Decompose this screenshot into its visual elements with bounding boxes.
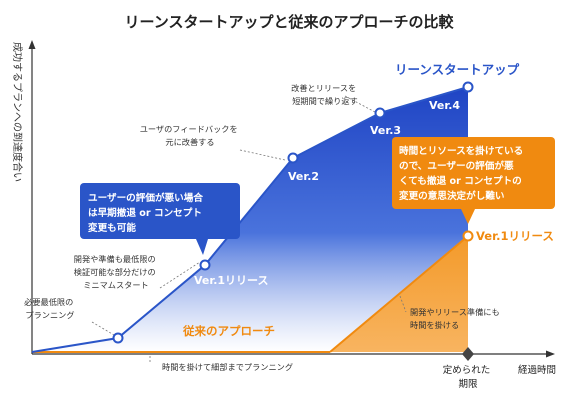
lean-ver1-point: [199, 259, 211, 271]
annotation-ver4: 改善とリリースを 短期間で繰り返す: [291, 83, 359, 106]
y-axis-arrow-icon: [28, 40, 36, 49]
annotation-ver1: 開発や準備も最低限の 検証可能な部分だけの ミニマムスタート: [74, 254, 159, 290]
lean-start-point: [112, 332, 124, 344]
traditional-release-label: Ver.1リリース: [476, 229, 554, 243]
traditional-area: [32, 236, 468, 352]
leader-lines: [91, 95, 407, 362]
lean-ver4-label: Ver.4: [429, 99, 460, 112]
page-title: リーンスタートアップと従来のアプローチの比較: [125, 13, 455, 31]
traditional-line: [329, 235, 469, 353]
x-axis-label: 経過時間: [518, 364, 556, 376]
lean-ver3-point: [374, 107, 386, 119]
lean-series-label: リーンスタートアップ: [395, 62, 520, 77]
annotation-ver2: ユーザのフィードバックを 元に改善する: [140, 124, 241, 147]
lean-callout: ユーザーの評価が悪い場合 は早期撤退 or コンセプト 変更も可能: [80, 183, 240, 255]
lean-ver1-label: Ver.1リリース: [194, 274, 269, 287]
traditional-release-point: [462, 230, 474, 242]
deadline-label: 定められた 期限: [443, 364, 494, 390]
lean-ver2-point: [287, 152, 299, 164]
annotation-planning: 時間を掛けて細部までプランニング: [162, 362, 293, 372]
svg-text:時間とリソースを掛けている ので、ユーザーの評価: 時間とリソースを掛けている ので、ユーザーの評価が悪 くても撤退 or コンセプ…: [399, 145, 527, 202]
lean-ver4-point: [462, 81, 474, 93]
lean-line: [31, 86, 469, 353]
lean-ver3-label: Ver.3: [370, 124, 401, 137]
y-axis-label: 成功するプランへの到達度合い: [11, 42, 24, 182]
x-axis-arrow-icon: [546, 350, 555, 358]
svg-text:ユーザーの評価が悪い場合 は早期撤退 or コン: ユーザーの評価が悪い場合 は早期撤退 or コンセプト 変更も可能: [88, 192, 206, 234]
annotation-start: 必要最低限の プランニング: [24, 297, 76, 320]
deadline-marker-icon: [462, 347, 474, 361]
traditional-series-label: 従来のアプローチ: [182, 324, 275, 338]
lean-ver2-label: Ver.2: [288, 170, 319, 183]
traditional-callout: 時間とリソースを掛けている ので、ユーザーの評価が悪 くても撤退 or コンセプ…: [392, 137, 555, 224]
lean-area: [32, 87, 468, 352]
annotation-dev: 開発やリリース準備にも 時間を掛ける: [410, 307, 502, 330]
